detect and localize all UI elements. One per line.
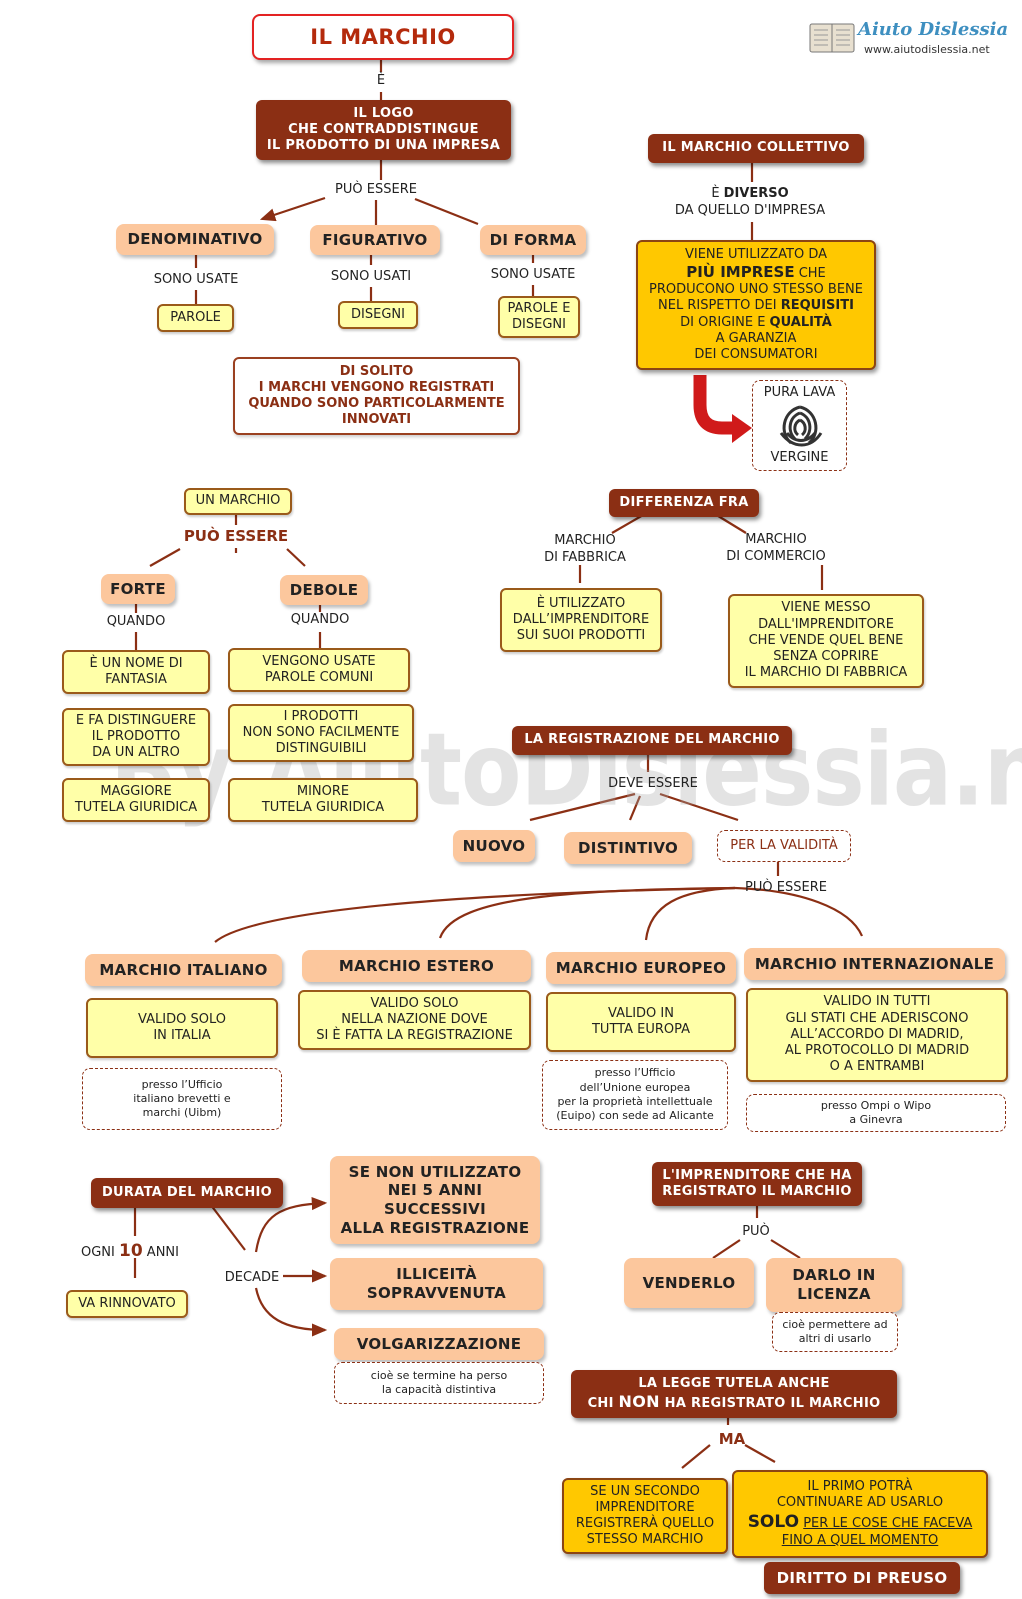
puo-essere-connector-2: PUÒ ESSERE xyxy=(183,527,289,545)
connector-sono-usati: SONO USATI xyxy=(330,269,412,284)
quando-forte: QUANDO xyxy=(106,614,166,629)
e-connector: È xyxy=(376,73,386,88)
marchio-europeo: MARCHIO EUROPEO xyxy=(546,952,736,984)
legge-title: LA LEGGE TUTELA ANCHE CHI NON HA REGISTR… xyxy=(571,1370,897,1418)
collettivo-title: IL MARCHIO COLLETTIVO xyxy=(648,134,864,163)
marchio-internazionale: MARCHIO INTERNAZIONALE xyxy=(744,948,1005,980)
ogni-10-anni: OGNI 10 ANNI xyxy=(81,1241,179,1261)
book-logo-icon xyxy=(809,23,855,53)
registrazione-title: LA REGISTRAZIONE DEL MARCHIO xyxy=(512,726,792,755)
va-rinnovato: VA RINNOVATO xyxy=(66,1290,188,1318)
puo-connector: PUÒ xyxy=(742,1224,770,1239)
req-distintivo: DISTINTIVO xyxy=(564,832,692,864)
type-di-forma: DI FORMA xyxy=(480,225,586,255)
differenza-title: DIFFERENZA FRA xyxy=(609,489,759,517)
marchio-italiano: MARCHIO ITALIANO xyxy=(85,954,282,986)
puo-essere-connector: PUÒ ESSERE xyxy=(335,182,417,197)
page-title: IL MARCHIO xyxy=(252,14,514,60)
ma-connector: MA xyxy=(718,1430,746,1448)
connector-sono-usate-1: SONO USATE xyxy=(153,272,239,287)
durata-title: DURATA DEL MARCHIO xyxy=(91,1178,283,1208)
forte-node: FORTE xyxy=(101,574,175,604)
decade-connector: DECADE xyxy=(224,1270,280,1285)
type-denominativo: DENOMINATIVO xyxy=(116,224,274,255)
brand-logo-text: Aiuto Dislessia xyxy=(858,19,1009,40)
option-venderlo: VENDERLO xyxy=(624,1258,754,1308)
quando-debole: QUANDO xyxy=(290,612,350,627)
legge-primo-potra: IL PRIMO POTRÀ CONTINUARE AD USARLO SOLO… xyxy=(732,1470,988,1558)
pura-lana-example: PURA LAVA VERGINE xyxy=(752,380,847,471)
collettivo-description: VIENE UTILIZZATO DA PIÙ IMPRESE CHE PROD… xyxy=(636,240,876,370)
brand-site: www.aiutodislessia.net xyxy=(864,43,990,56)
un-marchio-root: UN MARCHIO xyxy=(184,488,292,515)
deve-essere-connector: DEVE ESSERE xyxy=(608,776,698,791)
puo-essere-connector-3: PUÒ ESSERE xyxy=(745,880,827,895)
collettivo-connector: È DIVERSO DA QUELLO D'IMPRESA xyxy=(674,186,826,218)
type-figurativo: FIGURATIVO xyxy=(310,225,440,255)
cause-volgarizzazione: VOLGARIZZAZIONE xyxy=(334,1328,544,1360)
diritto-di-preuso: DIRITTO DI PREUSO xyxy=(764,1562,960,1594)
value-disegni: DISEGNI xyxy=(338,301,418,329)
debole-node: DEBOLE xyxy=(280,575,368,605)
connector-sono-usate-2: SONO USATE xyxy=(490,267,576,282)
marchio-estero: MARCHIO ESTERO xyxy=(302,950,531,982)
wool-mark-icon xyxy=(779,405,822,446)
per-la-validita: PER LA VALIDITÀ xyxy=(717,830,851,862)
req-nuovo: NUOVO xyxy=(453,830,535,862)
value-parole: PAROLE xyxy=(157,304,234,332)
